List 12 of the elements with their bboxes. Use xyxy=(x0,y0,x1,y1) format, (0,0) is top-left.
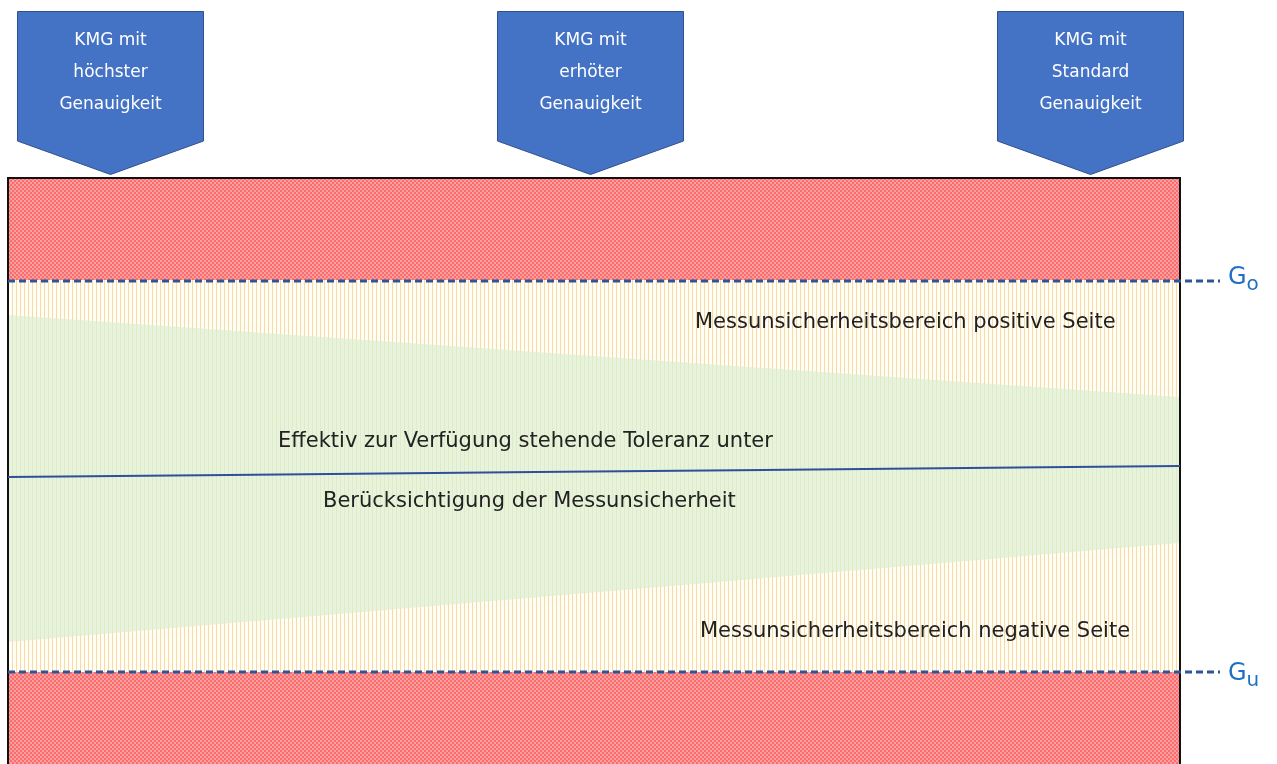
arrow-marker xyxy=(497,11,684,175)
zone-label: Messunsicherheitsbereich negative Seite xyxy=(700,618,1131,642)
arrow-label: KMG mit erhöter Genauigkeit xyxy=(538,28,643,115)
arrow-marker xyxy=(997,11,1184,175)
limit-symbol: G$_{u}$ xyxy=(1228,658,1260,691)
arrow-label: KMG mit höchster Genauigkeit xyxy=(58,28,163,115)
zone-label: Messunsicherheitsbereich positive Seite xyxy=(695,309,1116,333)
arrow-marker xyxy=(17,11,204,175)
zone-label: Effektiv zur Verfügung stehende Toleranz unter xyxy=(278,428,773,452)
limit-symbol: G$_{o}$ xyxy=(1228,262,1259,295)
arrow-label: KMG mit Standard Genauigkeit xyxy=(1038,28,1143,115)
zone-label: Berücksichtigung der Messunsicherheit xyxy=(323,488,736,512)
